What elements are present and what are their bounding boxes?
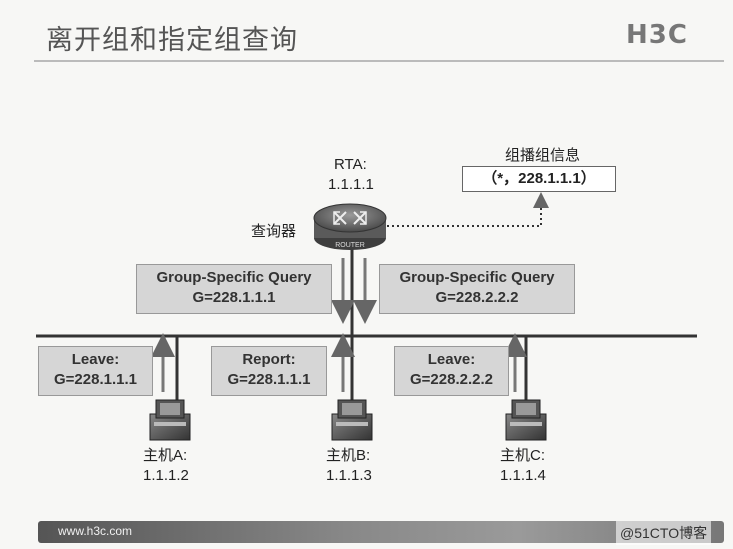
query-box-left: Group-Specific Query G=228.1.1.1 [136, 264, 332, 314]
footer-bar [38, 521, 724, 543]
router-icon: ROUTER [313, 203, 387, 250]
group-info-box: （*，228.1.1.1） [462, 166, 616, 192]
pc-icon-b [331, 399, 373, 441]
report-box-b: Report: G=228.1.1.1 [211, 346, 327, 396]
query-right-line1: Group-Specific Query [399, 269, 555, 286]
host-c-name: 主机C: [500, 447, 546, 464]
group-info-dotted-line [372, 192, 549, 227]
query-right-line2: G=228.2.2.2 [435, 289, 519, 306]
h3c-logo: H3C [626, 20, 688, 50]
host-c-address: 1.1.1.4 [500, 467, 546, 484]
host-a-name: 主机A: [143, 447, 188, 464]
leave-c-line1: Leave: [427, 351, 476, 368]
router-role: 查询器 [251, 223, 297, 240]
report-b-line2: G=228.1.1.1 [227, 371, 311, 388]
leave-a-line1: Leave: [71, 351, 120, 368]
query-left-line2: G=228.1.1.1 [192, 289, 276, 306]
watermark: @51CTO博客 [616, 521, 712, 545]
host-b-name: 主机B: [326, 447, 371, 464]
host-b-address: 1.1.1.3 [326, 467, 372, 484]
query-box-right: Group-Specific Query G=228.2.2.2 [379, 264, 575, 314]
footer-url: www.h3c.com [58, 524, 133, 538]
host-a-address: 1.1.1.2 [143, 467, 189, 484]
leave-c-line2: G=228.2.2.2 [410, 371, 493, 388]
pc-icon-a [149, 399, 191, 441]
router-name: RTA: [334, 156, 367, 173]
pc-icon-c [505, 399, 547, 441]
leave-a-line2: G=228.1.1.1 [54, 371, 137, 388]
router-device-label: ROUTER [335, 242, 365, 249]
report-b-line1: Report: [242, 351, 296, 368]
page-title: 离开组和指定组查询 [46, 25, 298, 56]
router-address: 1.1.1.1 [328, 176, 374, 193]
leave-box-c: Leave: G=228.2.2.2 [394, 346, 509, 396]
query-left-line1: Group-Specific Query [156, 269, 312, 286]
group-info-title: 组播组信息 [505, 147, 581, 164]
leave-box-a: Leave: G=228.1.1.1 [38, 346, 153, 396]
title-divider [34, 60, 724, 62]
